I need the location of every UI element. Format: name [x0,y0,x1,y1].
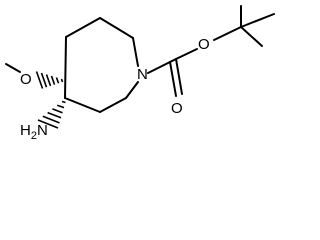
amine-n: N [37,122,48,139]
bond-c5-c6 [64,97,101,113]
atom-methoxy-oxygen: O [20,71,32,88]
bond-c6-c1 [64,36,67,99]
hashed-wedge-methoxy [35,71,64,89]
bond-tbu-methyl-3 [240,26,263,47]
bond-c2-c3 [99,17,134,39]
bond-c-ester-o [175,48,198,60]
bond-n-carbonyl-c [147,58,177,74]
atom-ester-oxygen: O [198,36,210,53]
hashed-wedge-amine [37,100,66,129]
atom-carbonyl-oxygen: O [171,100,183,117]
bond-c3-n1 [132,37,139,67]
molecule-structure: N O O O H2N [5,5,275,142]
bond-c4-c5 [99,97,127,113]
bond-n1-c4 [125,81,139,99]
amine-subscript: 2 [31,130,37,142]
atom-ring-nitrogen: N [137,66,148,83]
bond-o-methyl [5,63,21,73]
piperidine-ring [64,17,139,113]
bond-o-tbu [213,26,242,41]
bond-carbonyl-double-b [169,61,177,97]
atom-amine: H2N [20,122,48,142]
amine-h: H [20,122,31,139]
bond-c1-c2 [65,17,101,38]
bond-carbonyl-double-a [175,58,183,95]
bond-tbu-methyl-2 [240,13,275,28]
